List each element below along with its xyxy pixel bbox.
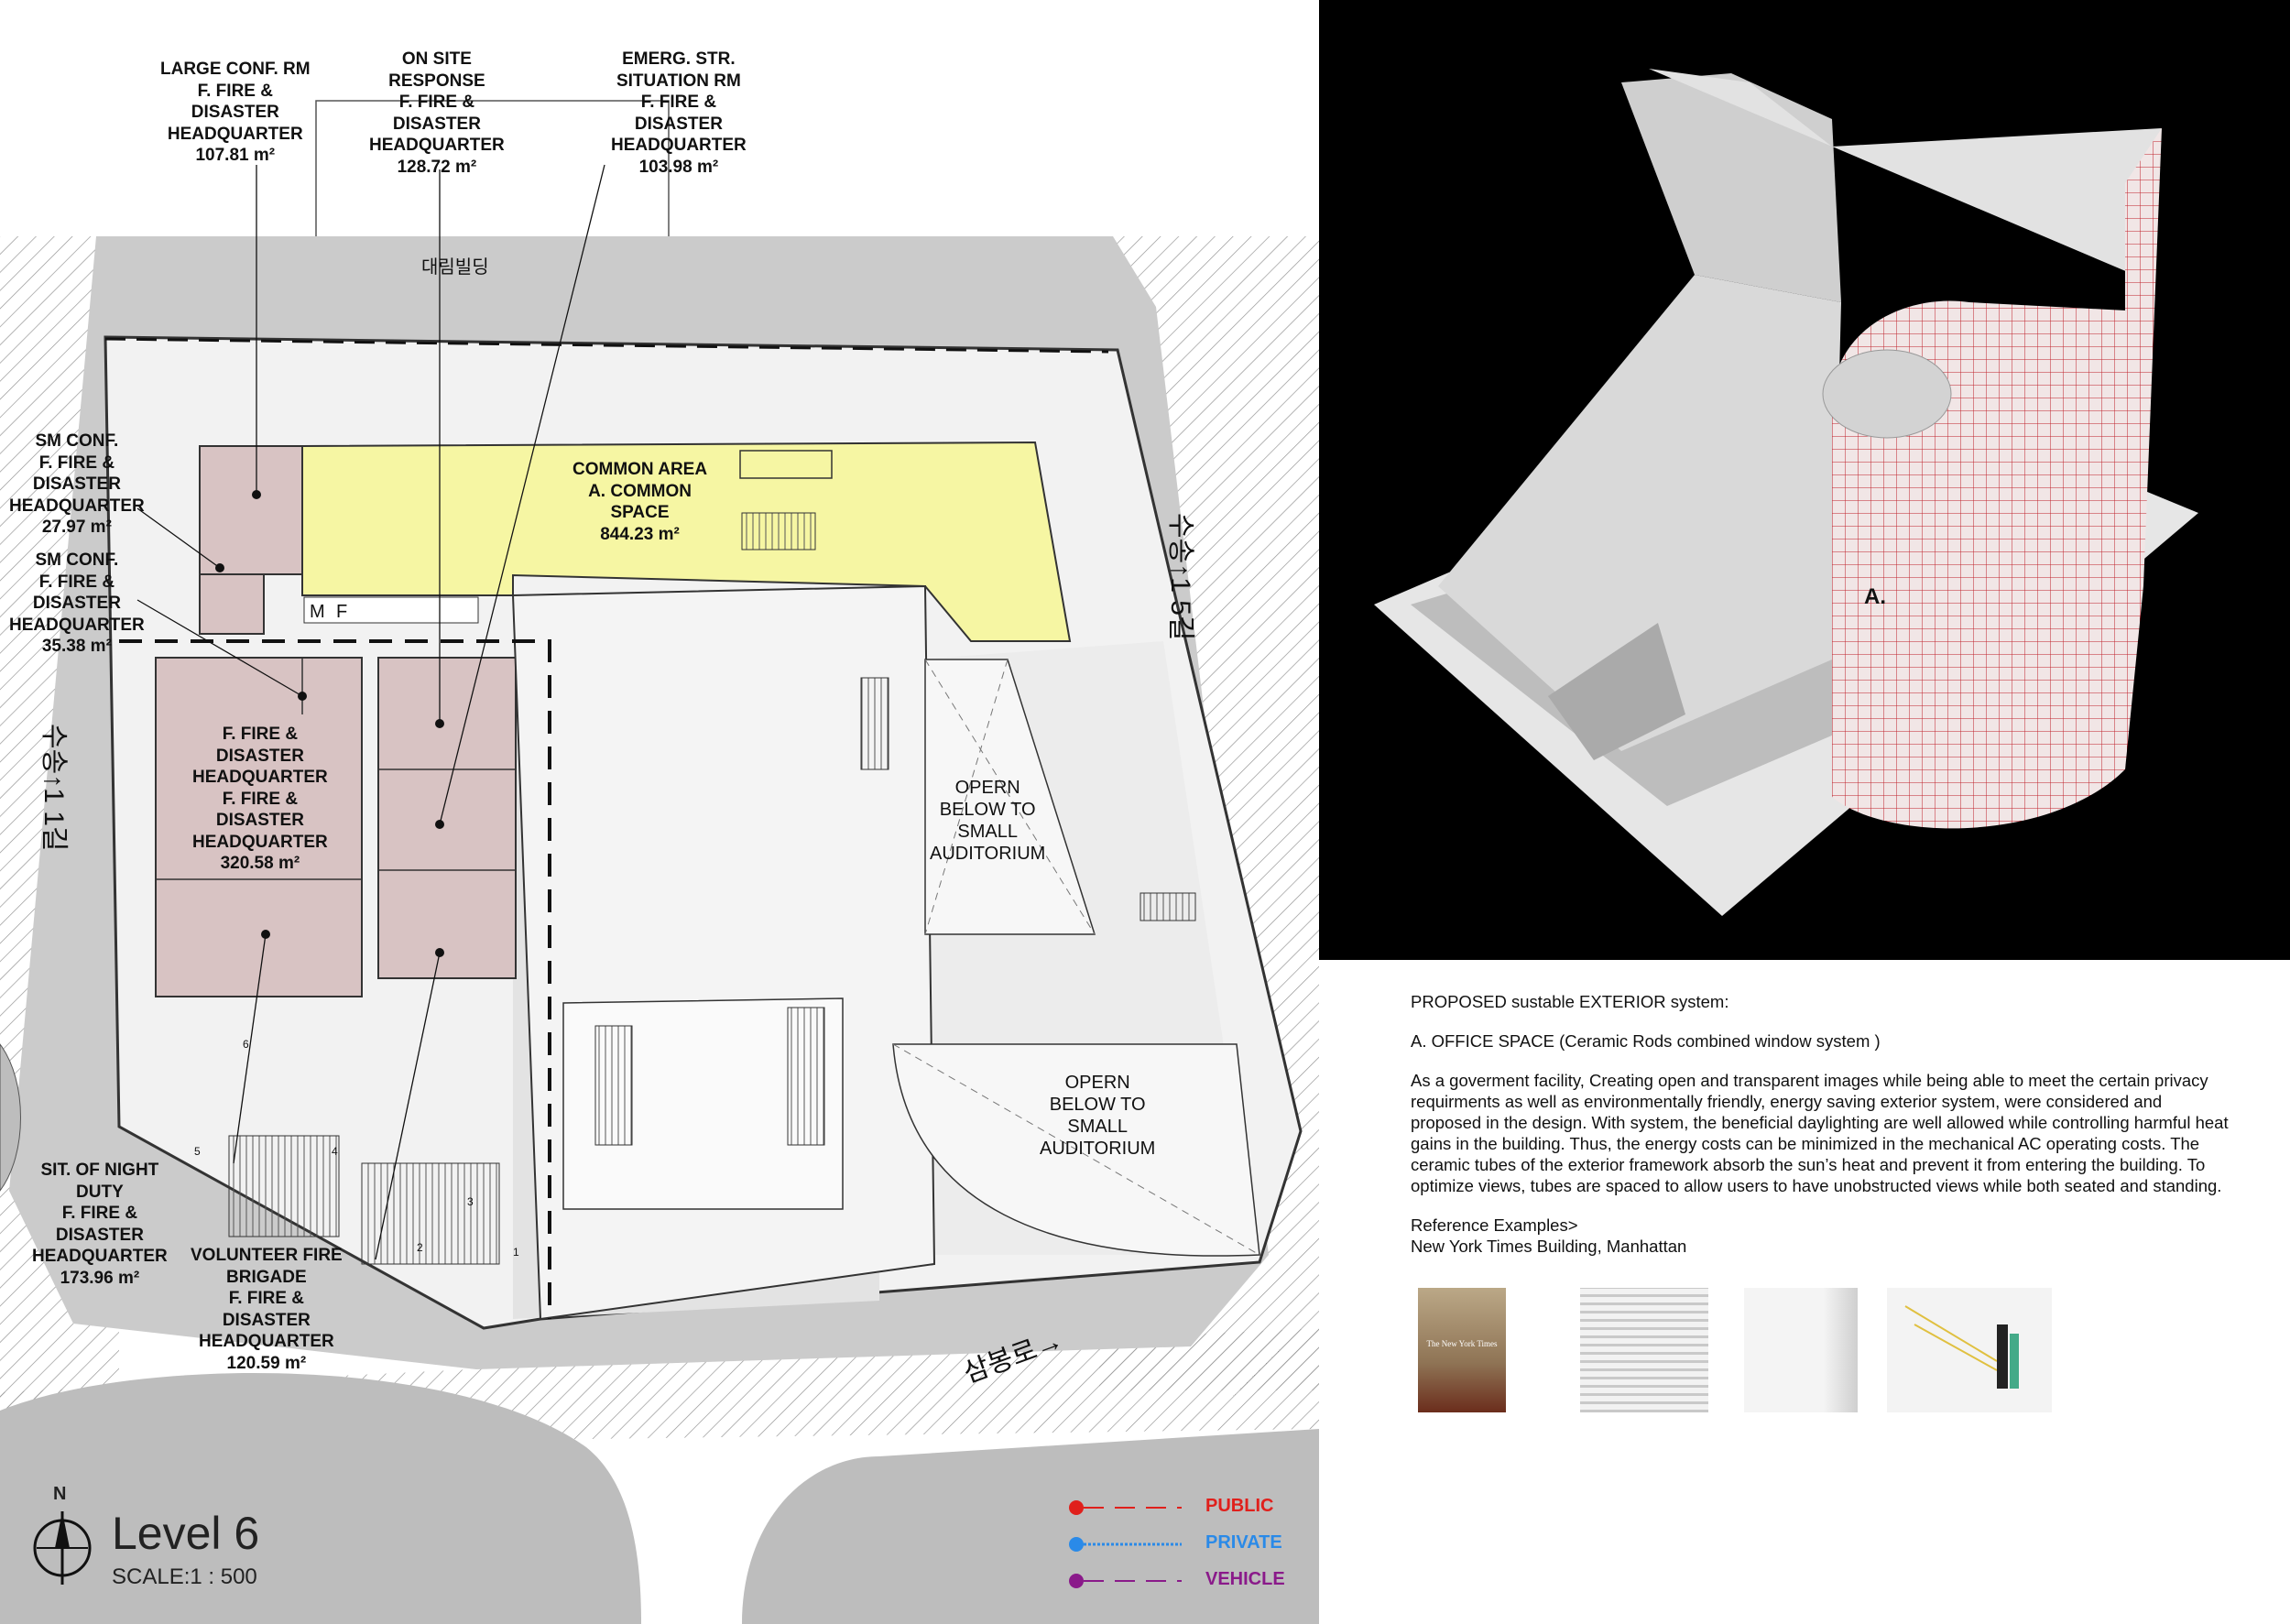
stair-courtyard-1 — [594, 1025, 633, 1146]
ref-heading: Reference Examples> — [1411, 1215, 1578, 1235]
stair-sw — [361, 1162, 500, 1265]
legend-vehicle: VEHICLE — [1205, 1569, 1285, 1589]
office-onsite — [377, 657, 517, 979]
stair-number-5: 5 — [194, 1145, 201, 1158]
office-sm-conf-1 — [199, 445, 303, 575]
site-plan — [0, 100, 1319, 1624]
stair-core-1 — [741, 512, 816, 550]
ref-image-rods — [1580, 1288, 1708, 1412]
stair-number-3: 3 — [467, 1195, 474, 1208]
desc-subheading: A. OFFICE SPACE (Ceramic Rods combined w… — [1411, 1031, 1881, 1051]
elevator-core-1 — [739, 450, 833, 479]
desc-heading: PROPOSED sustable EXTERIOR system: — [1411, 992, 1729, 1011]
stair-east — [1140, 892, 1196, 921]
road-west-curve — [0, 1043, 21, 1192]
road-southeast — [742, 1429, 1319, 1624]
ref-logo: The New York Times — [1426, 1339, 1498, 1348]
stair-number-1: 1 — [513, 1246, 519, 1259]
level-title: Level 6 — [112, 1508, 260, 1559]
label-road-west: 수송↑1 1길 — [38, 724, 69, 852]
ref-image-diagram — [1887, 1288, 2052, 1412]
ref-image-section — [1744, 1288, 1858, 1412]
legend-private: PRIVATE — [1205, 1532, 1282, 1553]
road-southwest — [0, 1373, 641, 1624]
ref-image-nyt-facade: The New York Times — [1418, 1288, 1506, 1412]
office-fdhq — [155, 657, 363, 997]
stair-number-4: 4 — [332, 1145, 338, 1158]
model-photo: A. — [1319, 0, 2290, 960]
label-core-m: M — [310, 602, 325, 622]
stair-number-2: 2 — [417, 1241, 423, 1254]
property-line — [119, 639, 551, 1319]
desc-ref: Reference Examples> New York Times Buildi… — [1411, 1215, 2235, 1257]
desc-body: As a goverment facility, Creating open a… — [1411, 1071, 2229, 1195]
label-road-east: 수송↑1 5길 — [1165, 513, 1195, 641]
model-mark: A. — [1864, 584, 1886, 609]
legend-public: PUBLIC — [1205, 1496, 1274, 1516]
stair-courtyard-2 — [787, 1007, 825, 1146]
label-core-f: F — [336, 602, 348, 622]
office-sm-conf-2 — [199, 573, 265, 635]
room-dots — [215, 490, 444, 957]
legend-private-mark — [1069, 1537, 1182, 1552]
description-panel: PROPOSED sustable EXTERIOR system: A. OF… — [1411, 991, 2235, 1257]
label-neighbour: 대림빌딩 — [421, 257, 489, 278]
north-arrow-icon — [33, 1511, 92, 1585]
stair-number-6: 6 — [243, 1038, 249, 1051]
stair-north — [860, 677, 889, 770]
ref-name: New York Times Building, Manhattan — [1411, 1237, 1687, 1256]
stair-west — [228, 1135, 340, 1237]
legend-vehicle-mark — [1069, 1574, 1182, 1588]
scale-text: SCALE:1 : 500 — [112, 1564, 257, 1589]
m-f-core — [303, 596, 479, 624]
inner-courtyard — [562, 997, 844, 1210]
legend-public-mark — [1069, 1500, 1182, 1515]
north-label: N — [53, 1484, 67, 1504]
